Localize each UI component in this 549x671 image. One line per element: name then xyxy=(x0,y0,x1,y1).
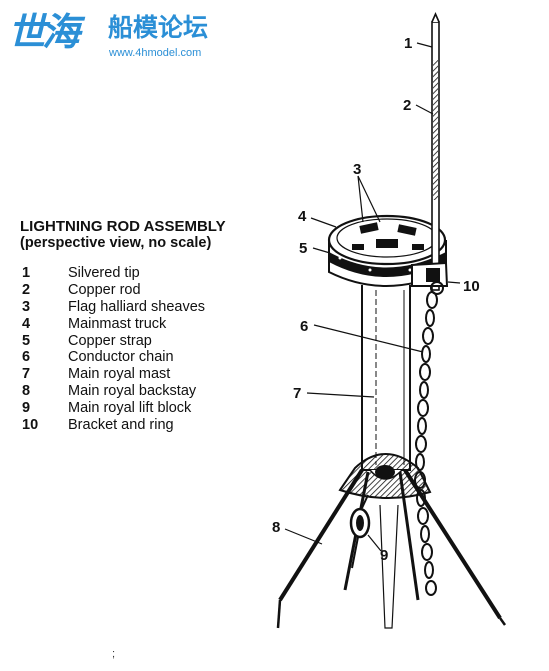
legend-item: 5 Copper strap xyxy=(22,332,252,349)
legend-number: 10 xyxy=(22,416,39,433)
callout-7: 7 xyxy=(293,385,301,402)
legend-label: Bracket and ring xyxy=(68,416,174,433)
legend-number: 4 xyxy=(22,315,31,332)
legend-number: 1 xyxy=(22,265,31,282)
watermark-logo: 世海 xyxy=(8,10,80,54)
legend-number: 5 xyxy=(22,332,31,349)
callout-numbers: 1 2 3 4 5 10 6 7 8 9 xyxy=(272,35,480,564)
legend-item: 4 Mainmast truck xyxy=(22,315,252,332)
callout-4: 4 xyxy=(298,208,307,225)
legend-item: 6 Conductor chain xyxy=(22,349,252,366)
flag-halliard-sheaves xyxy=(352,222,424,250)
legend-number: 2 xyxy=(22,282,31,299)
legend-item: 8 Main royal backstay xyxy=(22,383,252,400)
legend-label: Main royal lift block xyxy=(68,399,192,416)
parts-legend: 1 Silvered tip 2 Copper rod 3 Flag halliard… xyxy=(22,265,252,433)
site-watermark: 世海 船模论坛 www.4hmodel.com xyxy=(8,6,248,66)
legend-label: Main royal mast xyxy=(68,366,171,383)
legend-label: Conductor chain xyxy=(68,349,174,366)
legend-label: Silvered tip xyxy=(68,265,140,282)
callout-6: 6 xyxy=(300,318,308,335)
callout-1: 1 xyxy=(404,35,412,52)
callout-8: 8 xyxy=(272,519,280,536)
stray-mark: ; xyxy=(112,648,116,660)
leader-lines xyxy=(284,42,461,552)
legend-item: 2 Copper rod xyxy=(22,282,252,299)
watermark-site-name: 船模论坛 xyxy=(108,13,209,42)
legend-item: 3 Flag halliard sheaves xyxy=(22,299,252,316)
legend-number: 7 xyxy=(22,366,31,383)
callout-2: 2 xyxy=(403,97,411,114)
callout-9: 9 xyxy=(380,547,388,564)
callout-5: 5 xyxy=(299,240,307,257)
diagram-subtitle: (perspective view, no scale) xyxy=(20,235,212,251)
legend-number: 3 xyxy=(22,298,31,315)
legend-label: Mainmast truck xyxy=(68,315,167,332)
legend-label: Main royal backstay xyxy=(68,382,197,399)
legend-label: Copper strap xyxy=(68,332,152,349)
watermark-url: www.4hmodel.com xyxy=(109,47,202,59)
legend-item: 1 Silvered tip xyxy=(22,265,252,282)
legend-label: Copper rod xyxy=(68,282,141,299)
conductor-chain xyxy=(414,291,438,596)
callout-10: 10 xyxy=(463,278,480,295)
legend-number: 9 xyxy=(22,399,31,416)
diagram-title: LIGHTNING ROD ASSEMBLY xyxy=(20,218,226,235)
lightning-rod xyxy=(431,12,440,291)
legend-item: 7 Main royal mast xyxy=(22,366,252,383)
legend-number: 6 xyxy=(22,349,31,366)
legend-number: 8 xyxy=(22,382,31,399)
legend-label: Flag halliard sheaves xyxy=(68,298,206,315)
bracket-and-ring xyxy=(411,261,449,295)
callout-3: 3 xyxy=(353,161,361,178)
legend-item: 10 Bracket and ring xyxy=(22,416,252,433)
legend-item: 9 Main royal lift block xyxy=(22,399,252,416)
main-royal-lift-block xyxy=(349,494,371,569)
main-royal-mast xyxy=(338,285,432,629)
diagram-title-block: LIGHTNING ROD ASSEMBLY (perspective view… xyxy=(20,218,226,252)
